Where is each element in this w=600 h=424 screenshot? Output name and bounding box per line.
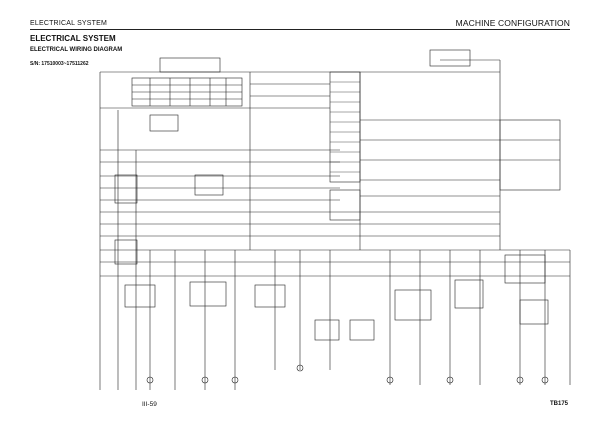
top-right-box [429, 49, 471, 67]
component-d [314, 319, 340, 341]
relay-box-2 [194, 174, 224, 196]
component-a [124, 284, 156, 308]
header-section-right: MACHINE CONFIGURATION [455, 18, 570, 28]
component-b [189, 281, 227, 307]
model-name: TB175 [549, 401, 568, 407]
page-title: ELECTRICAL SYSTEM [30, 34, 116, 43]
serial-range: S/N: 17510003~17511262 [30, 61, 89, 67]
page-number: III-59 [142, 401, 157, 408]
component-g [454, 279, 484, 309]
right-panel [499, 119, 561, 191]
left-connector-1 [114, 174, 138, 204]
component-c [254, 284, 286, 308]
relay-box-1 [149, 114, 179, 132]
right-module [504, 254, 546, 284]
main-connector [329, 71, 361, 183]
diagram-title: ELECTRICAL WIRING DIAGRAM [30, 47, 123, 53]
legend-box [159, 57, 221, 73]
component-h [519, 299, 549, 325]
header-divider [30, 29, 570, 30]
left-connector-2 [114, 239, 138, 265]
lower-connector [329, 189, 361, 221]
component-e [349, 319, 375, 341]
header-section-left: ELECTRICAL SYSTEM [30, 20, 108, 27]
component-f [394, 289, 432, 321]
